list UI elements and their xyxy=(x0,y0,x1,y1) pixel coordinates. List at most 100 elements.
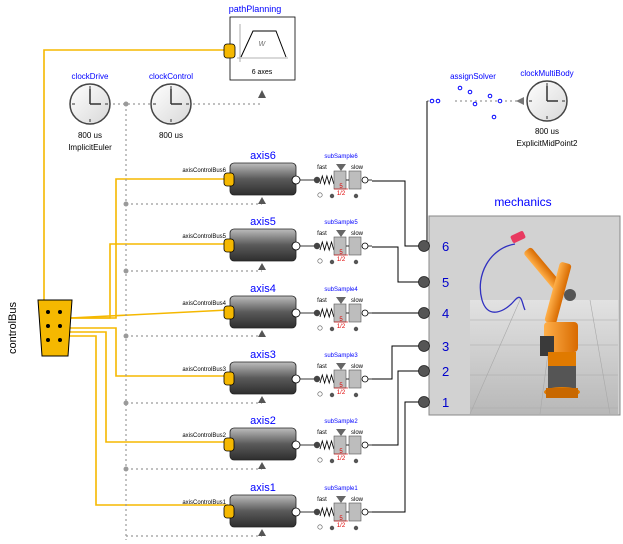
axis-bus-port[interactable] xyxy=(223,238,235,253)
axis-name: axis2 xyxy=(250,415,276,427)
mechanics-port-3[interactable]: 3 xyxy=(418,339,450,354)
subsample-slow-label: slow xyxy=(351,430,364,436)
subsample-factor: 5 xyxy=(339,516,343,522)
subsample-name: subSample4 xyxy=(324,287,358,293)
axis-block[interactable] xyxy=(223,361,301,403)
axis-clock-input[interactable] xyxy=(258,529,266,536)
subsample-factor: 5 xyxy=(339,184,343,190)
subsample-slow-label: slow xyxy=(351,497,364,503)
subsample-block[interactable]: subSample3 fast slow 51/2 xyxy=(313,353,372,398)
subsample-output[interactable] xyxy=(361,176,369,184)
subsample-output[interactable] xyxy=(361,242,369,250)
subsample-output[interactable] xyxy=(361,309,369,317)
path-planning-clock-input[interactable] xyxy=(258,90,266,98)
axis-flange-port[interactable] xyxy=(291,241,301,251)
clock-multibody-period: 800 us xyxy=(535,127,559,136)
axis-name: axis5 xyxy=(250,216,276,228)
axis-name: axis3 xyxy=(250,349,276,361)
axis-block[interactable] xyxy=(223,494,301,536)
axis-block[interactable] xyxy=(223,427,301,469)
subsample-fast-label: fast xyxy=(317,231,327,237)
subsample-ratio: 1/2 xyxy=(337,191,346,197)
clock-control-icon xyxy=(150,83,192,125)
subsample-slow-label: slow xyxy=(351,364,364,370)
path-planning-sublabel: 6 axes xyxy=(252,69,273,76)
subsample-block[interactable]: subSample1 fast slow 51/2 xyxy=(313,486,372,531)
axis-clock-input[interactable] xyxy=(258,197,266,204)
mechanics-port-6[interactable]: 6 xyxy=(418,239,450,254)
axis-bus-port[interactable] xyxy=(223,437,235,452)
subsample-fast-label: fast xyxy=(317,497,327,503)
mechanics-port-label: 1 xyxy=(442,395,449,410)
axis-bus-port[interactable] xyxy=(223,371,235,386)
clock-control[interactable]: clockControl 800 us xyxy=(149,72,193,140)
axis-flange-port[interactable] xyxy=(291,440,301,450)
subsample-factor: 5 xyxy=(339,383,343,389)
axis-block[interactable] xyxy=(223,228,301,270)
axis-block[interactable] xyxy=(223,162,301,204)
axis-flange-port[interactable] xyxy=(291,507,301,517)
mechanics-port-5[interactable]: 5 xyxy=(418,275,450,290)
axis-clock-input[interactable] xyxy=(258,263,266,270)
clock-junction-dots xyxy=(123,101,129,472)
clock-multibody-output[interactable] xyxy=(516,97,524,105)
mechanics-port-4[interactable]: 4 xyxy=(418,306,450,321)
mechanics-block[interactable]: mechanics xyxy=(428,195,621,416)
subsample-fast-label: fast xyxy=(317,364,327,370)
axis-clock-input[interactable] xyxy=(258,462,266,469)
axis-name: axis4 xyxy=(250,283,276,295)
axis-flange-port[interactable] xyxy=(291,308,301,318)
mechanics-port-label: 4 xyxy=(442,306,449,321)
subsample-fast-label: fast xyxy=(317,298,327,304)
axis-bus-port[interactable] xyxy=(223,504,235,519)
subsample-output[interactable] xyxy=(361,508,369,516)
axis-bus-port[interactable] xyxy=(223,172,235,187)
path-planning-icon-letter: w xyxy=(259,38,266,48)
subsample-slow-label: slow xyxy=(351,298,364,304)
mechanics-port-2[interactable]: 2 xyxy=(418,364,450,379)
mechanics-port-label: 2 xyxy=(442,364,449,379)
axis-bus-label: axisControlBus5 xyxy=(182,234,226,240)
subsample-ratio: 1/2 xyxy=(337,523,346,529)
path-planning-block[interactable]: pathPlanning w 6 axes xyxy=(223,4,296,98)
axis-name: axis1 xyxy=(250,482,276,494)
signal-lines xyxy=(372,180,420,513)
subsample-name: subSample2 xyxy=(324,419,358,425)
mechanics-port-1[interactable]: 1 xyxy=(418,395,450,410)
subsample-fast-label: fast xyxy=(317,430,327,436)
clock-multibody[interactable]: clockMultiBody 800 us ExplicitMidPoint2 xyxy=(516,69,578,148)
subsample-fast-label: fast xyxy=(317,165,327,171)
clock-drive[interactable]: clockDrive 800 us ImplicitEuler xyxy=(68,72,112,152)
clock-drive-title: clockDrive xyxy=(72,72,109,81)
robot-scene xyxy=(469,231,618,415)
axis-block[interactable] xyxy=(223,295,301,337)
axis-clock-input[interactable] xyxy=(258,396,266,403)
axis-flange-port[interactable] xyxy=(291,175,301,185)
subsample-output[interactable] xyxy=(361,441,369,449)
subsample-name: subSample5 xyxy=(324,220,358,226)
axis-clock-input[interactable] xyxy=(258,330,266,337)
path-planning-title: pathPlanning xyxy=(229,4,282,14)
path-planning-bus-port[interactable] xyxy=(223,43,236,59)
subsample-output[interactable] xyxy=(361,375,369,383)
clock-multibody-title: clockMultiBody xyxy=(520,69,573,78)
clock-multibody-solver: ExplicitMidPoint2 xyxy=(517,139,578,148)
subsample-ratio: 1/2 xyxy=(337,257,346,263)
assign-solver-block[interactable]: assignSolver xyxy=(429,72,503,120)
clock-multibody-icon xyxy=(526,80,568,122)
control-bus-connector[interactable]: controlBus xyxy=(7,299,73,357)
axis-bus-port[interactable] xyxy=(223,305,235,320)
subsample-ratio: 1/2 xyxy=(337,390,346,396)
control-bus-label: controlBus xyxy=(7,302,19,354)
axis-flange-port[interactable] xyxy=(291,374,301,384)
subsample-name: subSample3 xyxy=(324,353,358,359)
subsample-name: subSample1 xyxy=(324,486,358,492)
